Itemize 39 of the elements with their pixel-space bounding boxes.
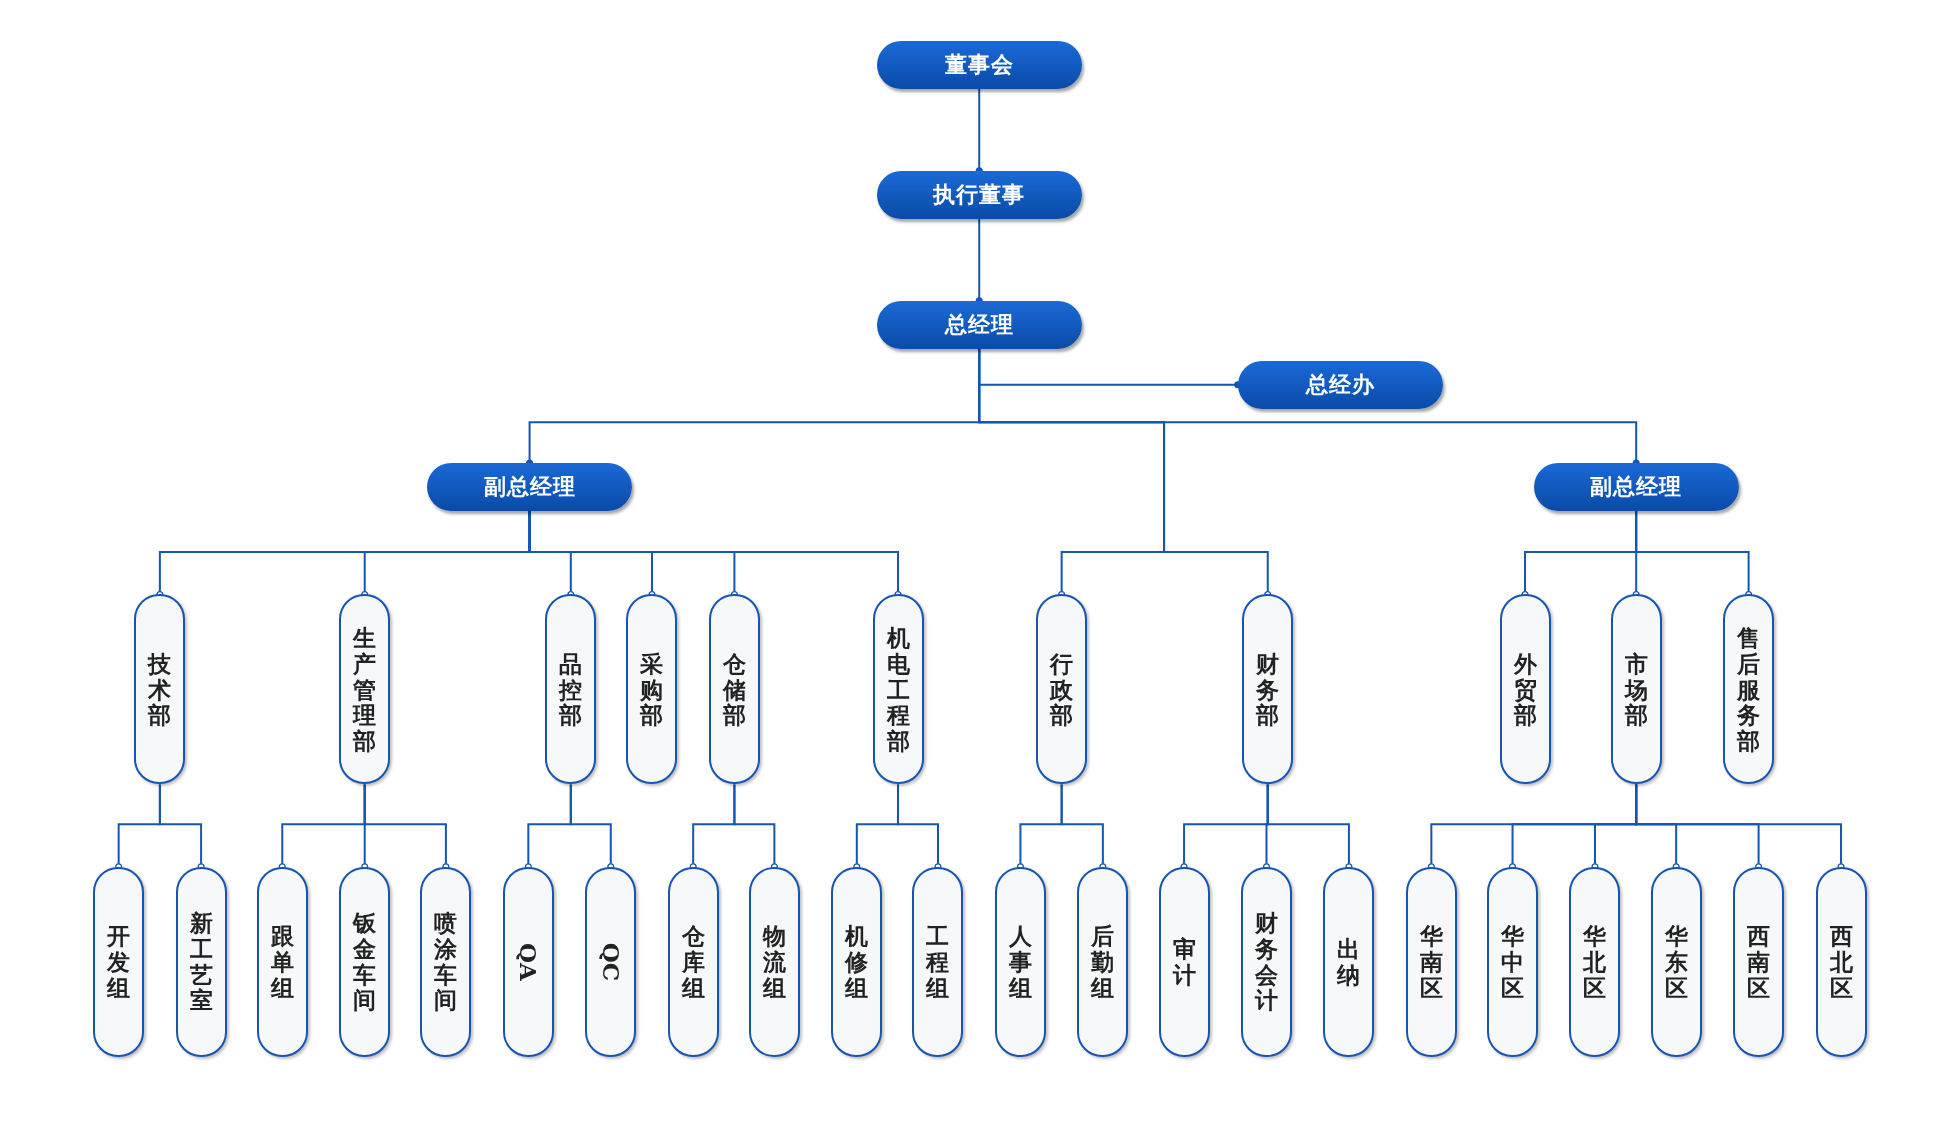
department-pill: 品控部 — [545, 594, 597, 785]
department-pill: QC — [585, 866, 637, 1057]
department-pill: 财务部 — [1242, 594, 1294, 785]
department-pill: 华中区 — [1487, 866, 1539, 1057]
title-pill: 副总经理 — [1533, 463, 1739, 512]
title-pill: 总经办 — [1237, 360, 1443, 409]
department-pill: 跟单组 — [256, 866, 308, 1057]
department-pill: 后勤组 — [1077, 866, 1129, 1057]
department-pill: 机电工程部 — [872, 594, 924, 785]
department-pill: 外贸部 — [1499, 594, 1551, 785]
department-pill: 机修组 — [831, 866, 883, 1057]
department-pill: 技术部 — [134, 594, 186, 785]
title-pill: 总经理 — [876, 300, 1082, 349]
department-pill: 出纳 — [1323, 866, 1375, 1057]
department-pill: 西北区 — [1815, 866, 1867, 1057]
department-pill: 人事组 — [994, 866, 1046, 1057]
department-pill: 采购部 — [626, 594, 678, 785]
department-pill: 生产管理部 — [339, 594, 391, 785]
department-pill: 新工艺室 — [175, 866, 227, 1057]
department-pill: 市场部 — [1610, 594, 1662, 785]
department-pill: 售后服务部 — [1723, 594, 1775, 785]
department-pill: 华东区 — [1650, 866, 1702, 1057]
department-pill: QA — [502, 866, 554, 1057]
department-pill: 华北区 — [1569, 866, 1621, 1057]
department-pill: 行政部 — [1036, 594, 1088, 785]
department-pill: 物流组 — [748, 866, 800, 1057]
department-pill: 开发组 — [93, 866, 145, 1057]
department-pill: 财务会计 — [1241, 866, 1292, 1057]
department-pill: 喷涂车间 — [420, 866, 472, 1057]
title-pill: 董事会 — [876, 40, 1082, 89]
department-pill: 华南区 — [1405, 866, 1457, 1057]
department-pill: 仓库组 — [667, 866, 719, 1057]
title-pill: 副总经理 — [427, 463, 633, 512]
title-pill: 执行董事 — [876, 170, 1082, 219]
department-pill: 仓储部 — [708, 594, 760, 785]
department-pill: 审计 — [1158, 866, 1210, 1057]
department-pill: 西南区 — [1733, 866, 1785, 1057]
department-pill: 钣金车间 — [339, 866, 391, 1057]
department-pill: 工程组 — [912, 866, 964, 1057]
